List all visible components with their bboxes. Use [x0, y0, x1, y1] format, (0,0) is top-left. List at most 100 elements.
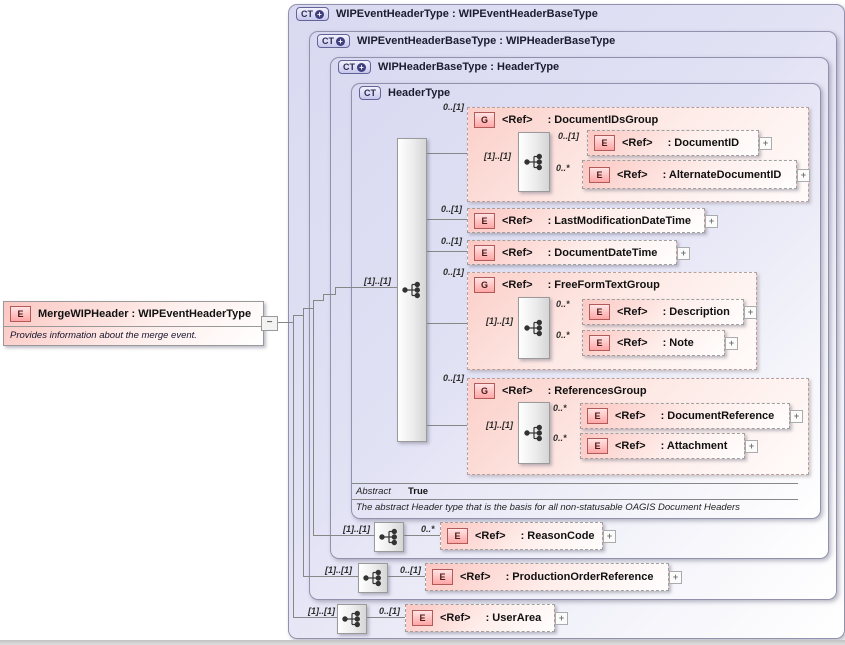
cardinality-label: [1]..[1]: [364, 276, 391, 286]
cardinality-label: 0..[1]: [558, 131, 580, 141]
sequence-compositor[interactable]: [374, 522, 404, 552]
derived-plus-icon: +: [315, 9, 324, 19]
expand-icon[interactable]: +: [797, 168, 810, 182]
group-ref-label: <Ref>: [502, 114, 533, 126]
cardinality-label: [1]..[1]: [308, 606, 335, 616]
expand-icon[interactable]: +: [603, 530, 616, 543]
ct-badge[interactable]: CT+: [296, 7, 329, 21]
element-box-mergewipheader[interactable]: E MergeWIPHeader : WIPEventHeaderType Pr…: [3, 301, 264, 346]
sequence-compositor[interactable]: [518, 132, 550, 192]
element-ref-label: <Ref>: [615, 440, 646, 452]
element-name-label: : AlternateDocumentID: [662, 168, 782, 181]
element-box-documentreference[interactable]: E <Ref> : DocumentReference +: [580, 403, 803, 429]
element-ref-label: <Ref>: [502, 214, 533, 227]
element-ref-label: <Ref>: [460, 571, 491, 583]
element-ref-label: <Ref>: [502, 246, 533, 259]
element-box-attachment[interactable]: E <Ref> : Attachment +: [580, 433, 758, 459]
expand-icon[interactable]: +: [744, 306, 757, 319]
sequence-compositor[interactable]: [337, 604, 367, 634]
element-kind-badge: E: [447, 528, 468, 544]
sequence-icon: [524, 424, 543, 442]
cardinality-label: 0..[1]: [441, 236, 463, 246]
ct-badge-label: CT: [364, 88, 376, 98]
element-name-label: : DocumentDateTime: [547, 246, 658, 259]
element-box-documentdatetime[interactable]: E <Ref> : DocumentDateTime +: [467, 240, 690, 265]
element-name-label: : ProductionOrderReference: [505, 571, 654, 583]
derived-plus-icon: +: [357, 62, 366, 72]
abstract-value: True: [408, 486, 429, 497]
complextype-header: CT+ WIPHeaderBaseType : HeaderType: [338, 60, 559, 74]
sequence-compositor[interactable]: [358, 563, 388, 593]
element-ref-label: <Ref>: [617, 306, 648, 318]
cardinality-label: [1]..[1]: [486, 316, 513, 326]
expand-icon[interactable]: +: [725, 337, 738, 350]
element-box-userarea[interactable]: E <Ref> : UserArea +: [405, 604, 568, 632]
cardinality-label: 0..*: [553, 403, 567, 413]
complextype-title: WIPEventHeaderBaseType : WIPHeaderBaseTy…: [357, 35, 616, 47]
ct-badge[interactable]: CT+: [317, 34, 350, 48]
sequence-compositor[interactable]: [518, 402, 550, 464]
complextype-header: CT+ WIPEventHeaderBaseType : WIPHeaderBa…: [317, 34, 615, 48]
element-name-label: : Description: [662, 306, 730, 318]
cardinality-label: [1]..[1]: [343, 524, 370, 534]
collapse-icon[interactable]: −: [261, 316, 278, 331]
element-kind-badge: E: [589, 335, 610, 351]
group-name-label: : DocumentIDsGroup: [547, 114, 659, 126]
element-name-label: : UserArea: [485, 612, 542, 624]
abstract-label: Abstract: [356, 486, 391, 497]
sequence-compositor[interactable]: [518, 297, 550, 359]
element-box-description[interactable]: E <Ref> : Description +: [582, 299, 757, 325]
cardinality-label: 0..*: [556, 299, 570, 309]
sequence-icon: [402, 281, 421, 299]
ct-badge[interactable]: CT+: [338, 60, 371, 74]
group-ref-label: <Ref>: [502, 385, 533, 397]
element-ref-label: <Ref>: [615, 410, 646, 422]
cardinality-label: 0..[1]: [443, 102, 465, 112]
expand-icon[interactable]: +: [759, 137, 772, 150]
element-kind-badge: E: [474, 244, 495, 261]
ct-badge-label: CT: [322, 36, 334, 46]
sequence-icon: [524, 319, 543, 337]
element-kind-badge: E: [589, 304, 610, 320]
element-ref-label: <Ref>: [622, 137, 653, 149]
element-title: MergeWIPHeader : WIPEventHeaderType: [38, 308, 252, 320]
complextype-title: WIPEventHeaderType : WIPEventHeaderBaseT…: [336, 8, 598, 20]
ct-badge-label: CT: [301, 9, 313, 19]
cardinality-label: 0..[1]: [379, 606, 401, 616]
element-name-label: : ReasonCode: [520, 530, 595, 542]
headertype-annotation: The abstract Header type that is the bas…: [356, 502, 740, 513]
element-name-label: : Attachment: [660, 440, 728, 452]
expand-icon[interactable]: +: [790, 410, 803, 423]
element-name-label: : DocumentReference: [660, 410, 775, 422]
element-box-productionorderreference[interactable]: E <Ref> : ProductionOrderReference +: [425, 563, 682, 591]
element-box-documentid[interactable]: E <Ref> : DocumentID +: [587, 130, 772, 156]
group-ref-label: <Ref>: [502, 279, 533, 291]
element-box-note[interactable]: E <Ref> : Note +: [582, 330, 738, 356]
cardinality-label: 0..[1]: [443, 267, 465, 277]
expand-icon[interactable]: +: [677, 246, 690, 260]
element-kind-badge: E: [474, 212, 495, 229]
element-ref-label: <Ref>: [617, 337, 648, 349]
cardinality-label: 0..[1]: [400, 565, 422, 575]
element-name-label: : DocumentID: [667, 137, 740, 149]
group-kind-badge: G: [474, 383, 495, 399]
expand-icon[interactable]: +: [745, 440, 758, 453]
cardinality-label: 0..*: [421, 524, 435, 534]
ct-badge[interactable]: CT: [359, 86, 381, 100]
element-box-alternatedocumentid[interactable]: E <Ref> : AlternateDocumentID +: [582, 160, 810, 189]
cardinality-label: 0..*: [556, 330, 570, 340]
element-name-label: : Note: [662, 337, 694, 349]
expand-icon[interactable]: +: [669, 571, 682, 584]
expand-icon[interactable]: +: [705, 214, 718, 228]
element-box-lastmodificationdatetime[interactable]: E <Ref> : LastModificationDateTime +: [467, 208, 718, 233]
sequence-compositor[interactable]: [397, 138, 427, 442]
expand-icon[interactable]: +: [555, 612, 568, 625]
element-box-reasoncode[interactable]: E <Ref> : ReasonCode +: [440, 522, 616, 550]
sequence-icon: [363, 569, 382, 587]
element-header: E MergeWIPHeader : WIPEventHeaderType: [4, 302, 263, 326]
derived-plus-icon: +: [336, 36, 345, 46]
element-kind-badge: E: [432, 569, 453, 585]
complextype-header: CT+ WIPEventHeaderType : WIPEventHeaderB…: [296, 7, 598, 21]
complextype-header: CT HeaderType: [359, 86, 450, 100]
